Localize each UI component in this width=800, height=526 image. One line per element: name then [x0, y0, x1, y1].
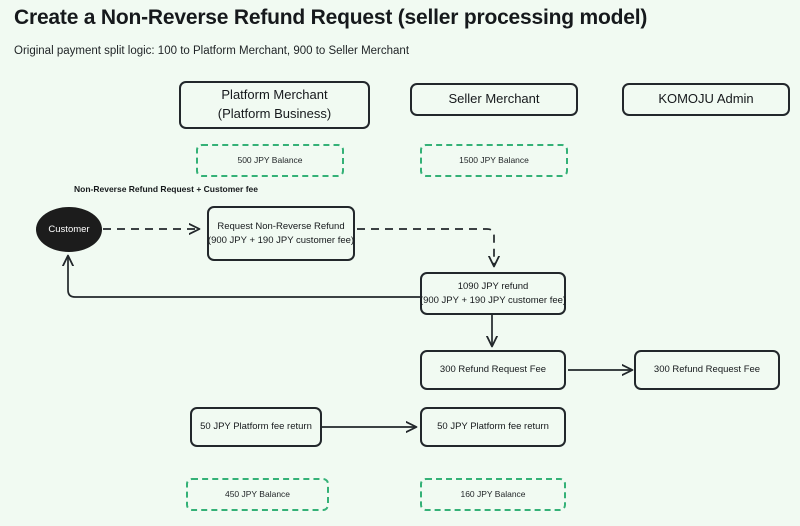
column-header-line2: (Platform Business): [217, 106, 332, 121]
step-refund-request-fee-admin[interactable]: 300 Refund Request Fee: [634, 350, 780, 390]
column-header-line1: Seller Merchant: [448, 91, 540, 107]
edge-label-line2: Customer fee: [203, 184, 258, 194]
edge-label-refund-request: Non-Reverse Refund Request + Customer fe…: [74, 183, 258, 196]
step-line1: 50 JPY Platform fee return: [200, 421, 312, 433]
step-line1: 300 Refund Request Fee: [439, 364, 547, 376]
step-line1: 50 JPY Platform fee return: [437, 421, 549, 433]
step-line1: 300 Refund Request Fee: [653, 364, 761, 376]
page-title: Create a Non-Reverse Refund Request (sel…: [14, 6, 648, 29]
step-refund-1090[interactable]: 1090 JPY refund (900 JPY + 190 JPY custo…: [420, 272, 566, 315]
balance-platform-closing: 450 JPY Balance: [186, 478, 329, 511]
step-platform-fee-return-source[interactable]: 50 JPY Platform fee return: [190, 407, 322, 447]
edge-request-to-refund: [357, 228, 494, 266]
balance-seller-opening: 1500 JPY Balance: [420, 144, 568, 177]
column-header-seller-merchant[interactable]: Seller Merchant: [410, 83, 578, 116]
column-header-line1: KOMOJU Admin: [658, 91, 754, 107]
balance-label: 1500 JPY Balance: [459, 155, 529, 166]
step-line2: (900 JPY + 190 JPY customer fee): [419, 294, 567, 306]
step-platform-fee-return-target[interactable]: 50 JPY Platform fee return: [420, 407, 566, 447]
balance-label: 450 JPY Balance: [224, 489, 291, 500]
step-line2: (900 JPY + 190 JPY customer fee): [207, 234, 355, 246]
balance-platform-opening: 500 JPY Balance: [196, 144, 344, 177]
actor-customer[interactable]: Customer: [36, 207, 102, 252]
edge-label-line1: Non-Reverse Refund Request +: [74, 184, 202, 194]
balance-seller-closing: 160 JPY Balance: [420, 478, 566, 511]
balance-label: 500 JPY Balance: [237, 155, 303, 166]
actor-label: Customer: [48, 223, 90, 235]
page-subtitle: Original payment split logic: 100 to Pla…: [14, 45, 410, 57]
step-line1: 1090 JPY refund: [457, 280, 529, 292]
balance-label: 160 JPY Balance: [460, 489, 526, 500]
column-header-platform-merchant[interactable]: Platform Merchant (Platform Business): [179, 81, 370, 129]
step-request-non-reverse-refund[interactable]: Request Non-Reverse Refund (900 JPY + 19…: [207, 206, 355, 261]
edge-refund-to-customer: [68, 256, 420, 298]
column-header-komoju-admin[interactable]: KOMOJU Admin: [622, 83, 790, 116]
step-line1: Request Non-Reverse Refund: [217, 220, 345, 232]
column-header-line1: Platform Merchant: [221, 87, 328, 103]
step-refund-request-fee-seller[interactable]: 300 Refund Request Fee: [420, 350, 566, 390]
